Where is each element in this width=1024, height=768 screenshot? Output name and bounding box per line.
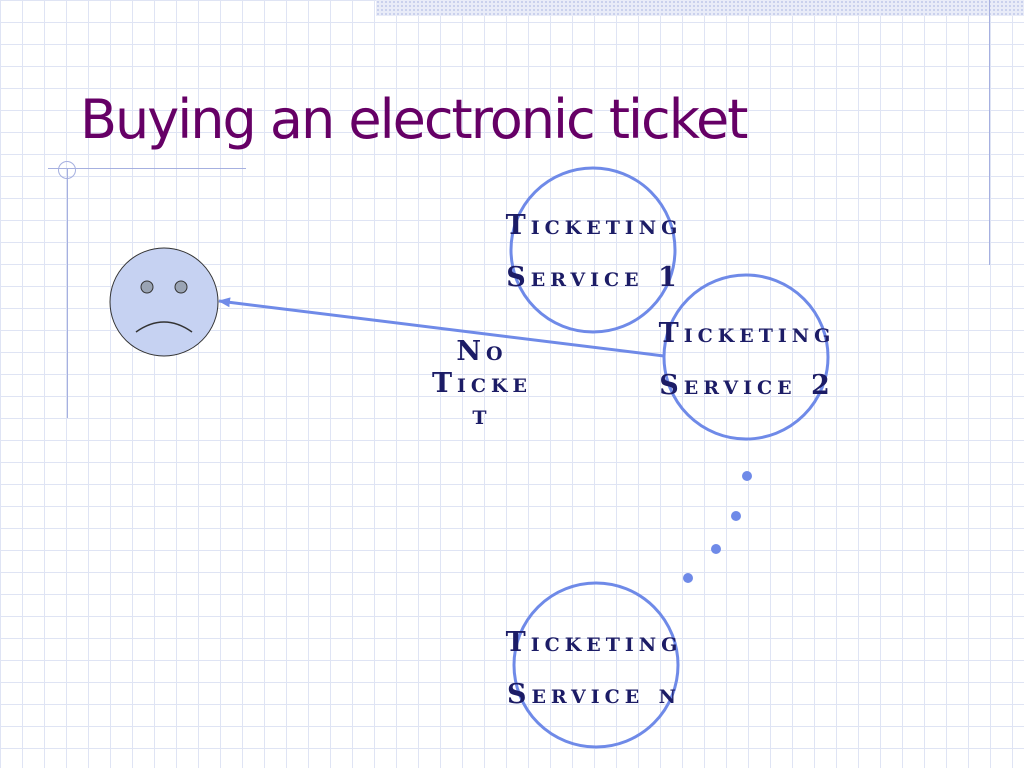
left-decorative-rule [67,168,68,418]
sad-face-icon [109,247,219,357]
top-decorative-band [376,0,1024,16]
service-n-circle [512,581,680,749]
service-n-label: Ticketing Service n [505,627,683,710]
service-2-circle [662,273,830,441]
title-underline-rule [48,168,246,169]
service-1-label: Ticketing Service 1 [505,210,683,293]
service-2-label: Ticketing Service 2 [658,318,836,401]
service-1-circle [509,166,677,334]
slide-title: Buying an electronic ticket [80,88,748,151]
no-ticket-arrow [218,297,665,358]
right-decorative-rule [989,0,990,265]
no-ticket-label: No Ticke t [431,336,533,431]
vertical-ellipsis-dots [683,471,752,583]
rule-ring-icon [58,161,76,179]
